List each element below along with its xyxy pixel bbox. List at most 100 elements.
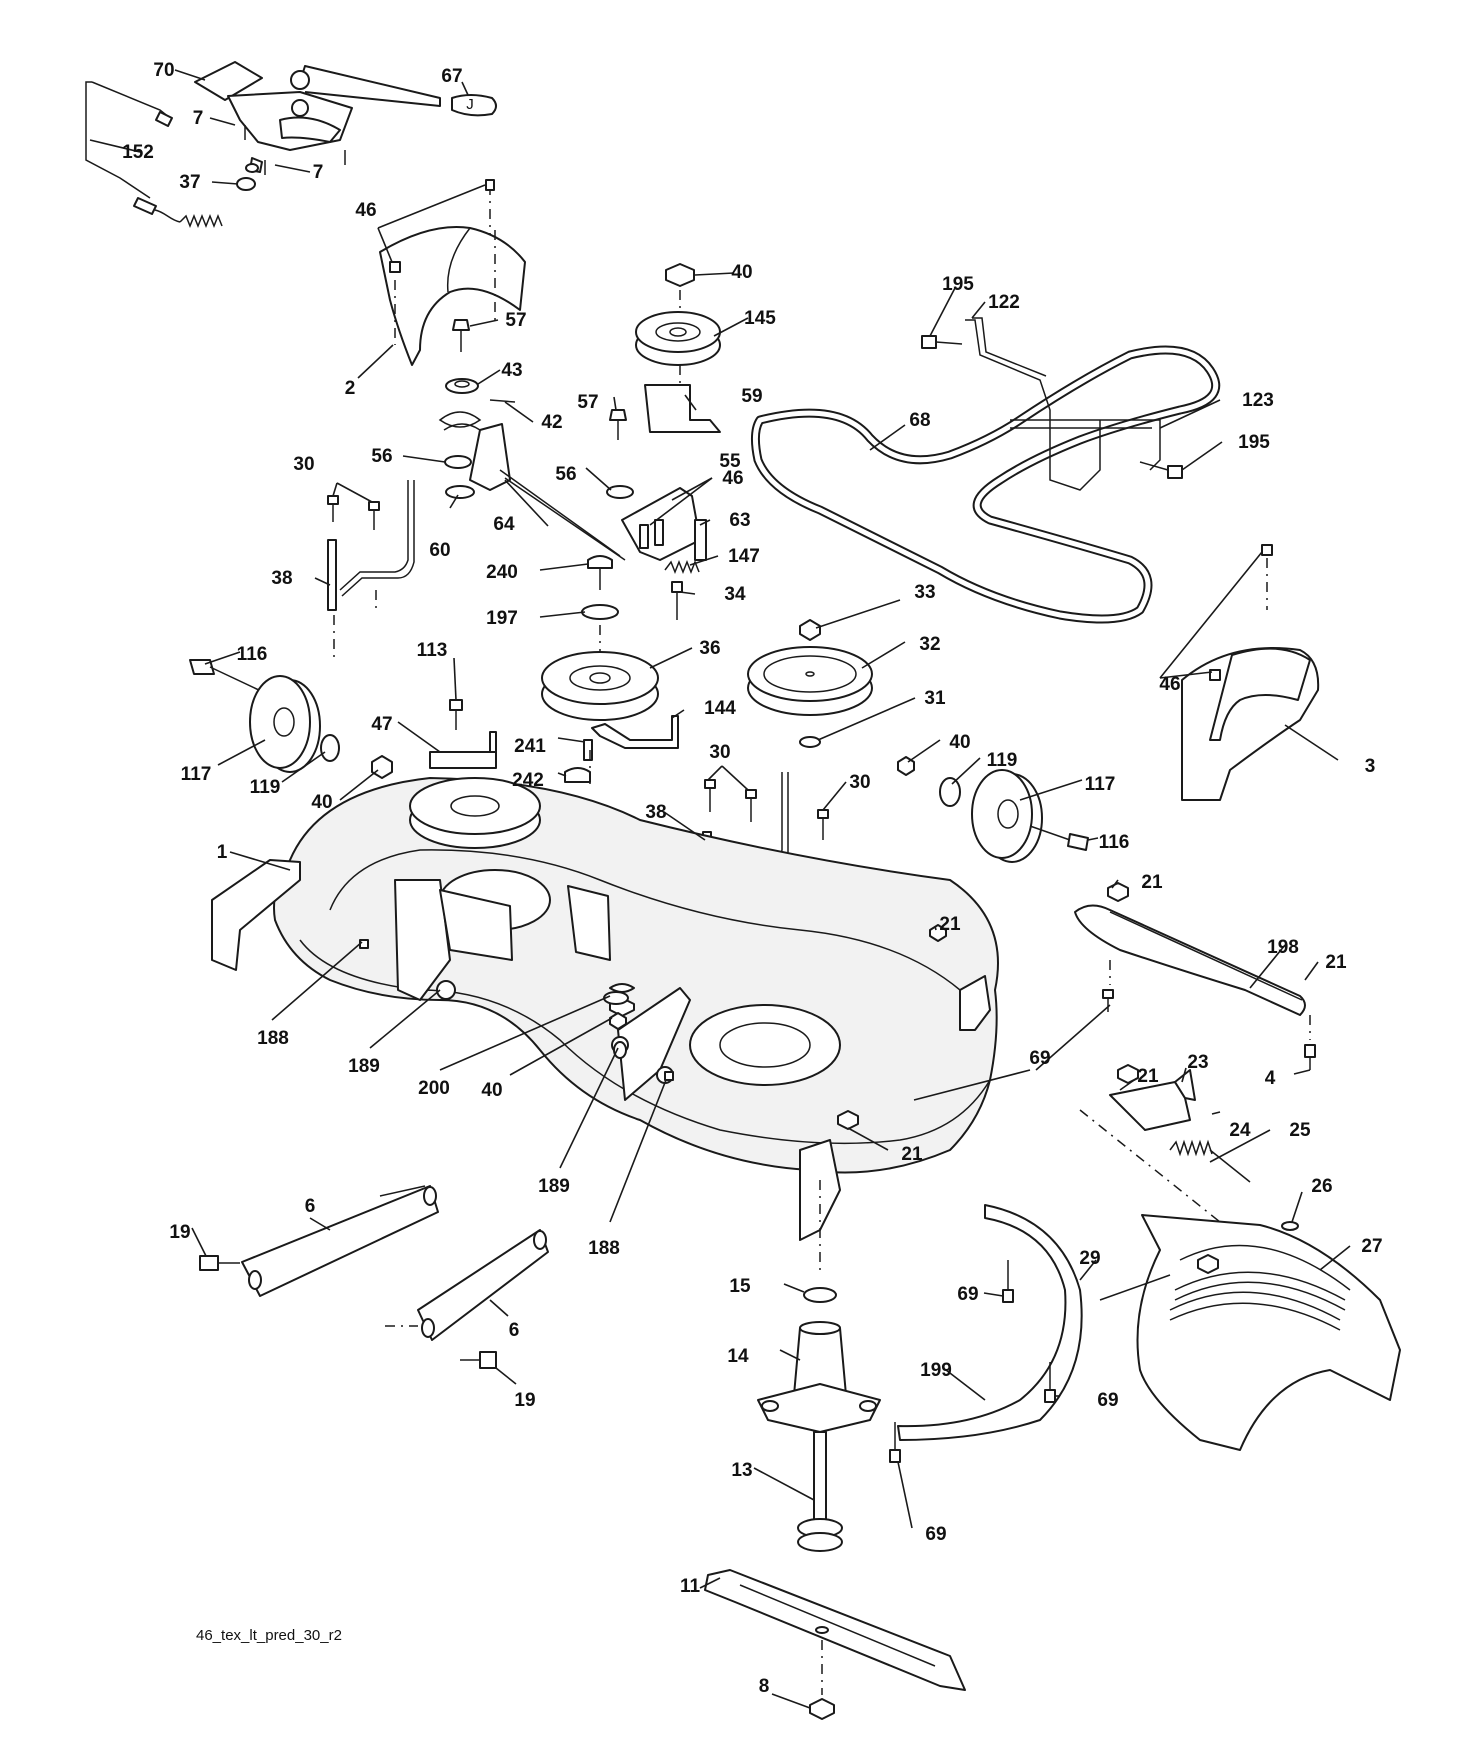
callout-56: 56 bbox=[555, 464, 576, 485]
callout-40: 40 bbox=[731, 262, 752, 283]
callout-46: 46 bbox=[355, 200, 376, 221]
callout-195: 195 bbox=[1238, 432, 1270, 453]
callout-69: 69 bbox=[1097, 1390, 1118, 1411]
callout-25: 25 bbox=[1289, 1120, 1311, 1141]
part-6-bracket-illustration bbox=[199, 1185, 549, 1369]
callout-6: 6 bbox=[305, 1196, 316, 1217]
part-11-blade-illustration bbox=[704, 1569, 966, 1720]
deck-hardware-illustration bbox=[603, 991, 674, 1081]
left-wheel-assembly-illustration bbox=[189, 659, 497, 779]
callout-69: 69 bbox=[957, 1284, 978, 1305]
svg-text:J: J bbox=[466, 96, 474, 113]
callout-21: 21 bbox=[1141, 872, 1163, 893]
callout-27: 27 bbox=[1361, 1236, 1382, 1257]
part-27-discharge-chute-illustration bbox=[1099, 1214, 1401, 1451]
callout-1: 1 bbox=[217, 842, 228, 863]
callout-195: 195 bbox=[942, 274, 974, 295]
callout-36: 36 bbox=[699, 638, 720, 659]
callout-189: 189 bbox=[538, 1176, 570, 1197]
callout-67: 67 bbox=[441, 66, 462, 87]
callout-7: 7 bbox=[193, 108, 204, 129]
callout-240: 240 bbox=[486, 562, 518, 583]
part-2-shield-illustration bbox=[379, 179, 526, 366]
callout-34: 34 bbox=[724, 584, 746, 605]
callout-69: 69 bbox=[1029, 1048, 1050, 1069]
callout-23: 23 bbox=[1187, 1052, 1208, 1073]
callout-46: 46 bbox=[1159, 674, 1180, 695]
callout-116: 116 bbox=[1099, 832, 1130, 853]
leader-lines bbox=[89, 69, 1351, 1709]
callout-24: 24 bbox=[1229, 1120, 1251, 1141]
callout-21: 21 bbox=[1137, 1066, 1159, 1087]
callout-32: 32 bbox=[919, 634, 940, 655]
callout-57: 57 bbox=[505, 310, 526, 331]
callout-119: 119 bbox=[987, 750, 1018, 771]
callout-38: 38 bbox=[645, 802, 666, 823]
callout-30: 30 bbox=[293, 454, 314, 475]
callout-40: 40 bbox=[481, 1080, 502, 1101]
right-wheel-assembly-illustration bbox=[897, 756, 1089, 863]
left-pulley-illustration bbox=[541, 651, 679, 790]
callout-2: 2 bbox=[345, 378, 356, 399]
callout-29: 29 bbox=[1079, 1248, 1100, 1269]
part-199-baffle-illustration bbox=[889, 1204, 1083, 1463]
callout-21: 21 bbox=[1325, 952, 1347, 973]
callout-69: 69 bbox=[925, 1524, 946, 1545]
callout-33: 33 bbox=[914, 582, 935, 603]
callout-30: 30 bbox=[709, 742, 730, 763]
callout-145: 145 bbox=[744, 308, 776, 329]
callout-117: 117 bbox=[1085, 774, 1116, 795]
callout-147: 147 bbox=[728, 546, 760, 567]
callout-116: 116 bbox=[237, 644, 268, 665]
callout-4: 4 bbox=[1265, 1068, 1276, 1089]
callout-13: 13 bbox=[731, 1460, 752, 1481]
callout-19: 19 bbox=[514, 1390, 535, 1411]
callout-19: 19 bbox=[169, 1222, 190, 1243]
callout-63: 63 bbox=[729, 510, 750, 531]
callout-198: 198 bbox=[1267, 937, 1299, 958]
callout-188: 188 bbox=[257, 1028, 289, 1049]
callout-46: 46 bbox=[722, 468, 743, 489]
callout-38: 38 bbox=[271, 568, 292, 589]
callout-31: 31 bbox=[924, 688, 946, 709]
callout-200: 200 bbox=[418, 1078, 450, 1099]
callout-56: 56 bbox=[371, 446, 392, 467]
callout-7: 7 bbox=[313, 162, 324, 183]
callout-123: 123 bbox=[1242, 390, 1274, 411]
callout-144: 144 bbox=[704, 698, 736, 719]
callout-21: 21 bbox=[901, 1144, 923, 1165]
callout-14: 14 bbox=[727, 1346, 749, 1367]
part-3-shield-illustration bbox=[1181, 544, 1320, 801]
callout-37: 37 bbox=[179, 172, 200, 193]
callout-21: 21 bbox=[939, 914, 961, 935]
left-hanger-assembly-illustration bbox=[327, 480, 415, 660]
drawing-reference-code: 46_tex_lt_pred_30_r2 bbox=[196, 1627, 342, 1644]
idler-pulley-assembly-illustration bbox=[581, 263, 721, 655]
callout-241: 241 bbox=[514, 736, 546, 757]
callout-57: 57 bbox=[577, 392, 598, 413]
idler-arm-assembly-illustration bbox=[438, 230, 626, 561]
callout-242: 242 bbox=[512, 770, 544, 791]
callout-43: 43 bbox=[501, 360, 522, 381]
chute-bracket-assembly-illustration bbox=[1079, 1069, 1251, 1231]
callout-6: 6 bbox=[509, 1320, 520, 1341]
callout-152: 152 bbox=[122, 142, 154, 163]
callout-113: 113 bbox=[417, 640, 448, 661]
callout-40: 40 bbox=[311, 792, 332, 813]
right-pulley-illustration bbox=[747, 619, 873, 748]
callout-68: 68 bbox=[909, 410, 930, 431]
callout-122: 122 bbox=[988, 292, 1020, 313]
callout-55: 55 bbox=[719, 451, 741, 472]
callout-15: 15 bbox=[729, 1276, 751, 1297]
part-198-baffle-illustration bbox=[1074, 904, 1316, 1070]
callout-3: 3 bbox=[1365, 756, 1376, 777]
callout-59: 59 bbox=[741, 386, 762, 407]
callout-70: 70 bbox=[153, 60, 174, 81]
callout-60: 60 bbox=[429, 540, 450, 561]
callout-119: 119 bbox=[250, 777, 281, 798]
callout-117: 117 bbox=[181, 764, 212, 785]
callout-11: 11 bbox=[680, 1576, 701, 1597]
